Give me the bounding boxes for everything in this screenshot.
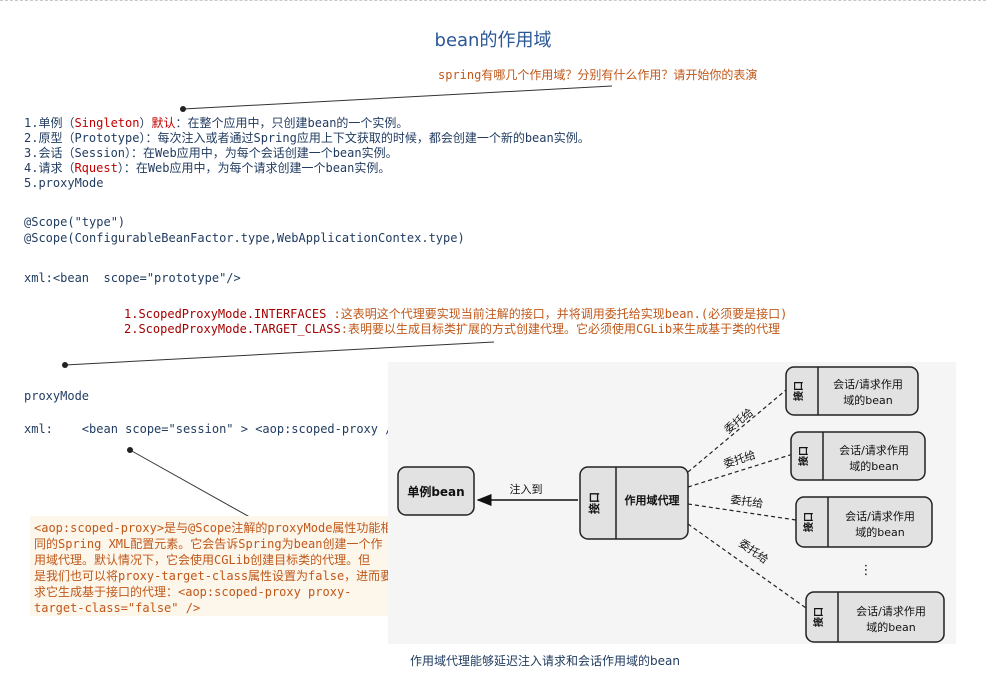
scope-item-prototype: 2.原型（Prototype）：每次注入或者通过Spring应用上下文获取的时候… — [24, 131, 590, 145]
delegate-line-4 — [687, 523, 807, 609]
question-note: spring有哪几个作用域？分别有什么作用？请开始你的表演 — [438, 68, 758, 82]
svg-text:会话/请求作用: 会话/请求作用 — [845, 510, 915, 523]
scoped-proxy-box — [579, 466, 689, 540]
more-beans-ellipsis: ⋮ — [860, 563, 873, 578]
delegate-label-1: 委托给 — [721, 405, 756, 436]
svg-text:域的bean: 域的bean — [843, 393, 892, 407]
page-title: bean的作用域 — [434, 30, 552, 51]
svg-text:会话/请求作用: 会话/请求作用 — [839, 444, 909, 457]
xml-prototype-example: xml:<bean scope="prototype"/> — [24, 271, 241, 285]
callout-pointer-dot — [127, 447, 133, 453]
delegate-label-3: 委托给 — [730, 492, 765, 510]
inject-label: 注入到 — [510, 482, 543, 496]
callout-pointer-line — [129, 449, 256, 521]
scoped-proxy-diagram-svg: 单例bean 注入到 接口 作用域代理 委托给 委托给 委托给 委托给 接口 会… — [397, 366, 945, 643]
singleton-bean-label: 单例bean — [407, 484, 464, 499]
diagram-caption: 作用域代理能够延迟注入请求和会话作用域的bean — [410, 654, 680, 668]
scope-item-request: 4.请求（Rquest）：在Web应用中，为每个请求创建一个bean实例。 — [24, 161, 391, 175]
question-pointer-line — [182, 85, 613, 110]
scope-item-singleton: 1.单例（Singleton）默认：在整个应用中，只创建bean的一个实例。 — [24, 116, 409, 130]
scoped-proxy-callout — [30, 516, 398, 616]
svg-text:域的bean: 域的bean — [866, 620, 915, 634]
svg-text:会话/请求作用: 会话/请求作用 — [833, 378, 903, 391]
annotation-scope-type: @Scope("type") — [24, 215, 126, 229]
proxy-mode-interfaces: 1.ScopedProxyMode.INTERFACES :这表明这个代理要实现… — [124, 307, 788, 321]
scoped-proxy-label: 作用域代理 — [625, 493, 680, 507]
proxymode-heading: proxyMode — [24, 389, 90, 403]
svg-text:接口: 接口 — [812, 607, 825, 627]
delegate-line-2 — [687, 453, 794, 488]
proxymode-pointer-line — [64, 341, 495, 366]
scoped-bean-box-1: 接口 会话/请求作用 域的bean — [785, 366, 919, 416]
scope-item-proxymode: 5.proxyMode — [24, 176, 104, 190]
svg-text:接口: 接口 — [802, 512, 815, 532]
annotation-scope-full: @Scope(ConfigurableBeanFactor.type,WebAp… — [24, 231, 465, 245]
scoped-proxy-callout-text: <aop:scoped-proxy>是与@Scope注解的proxyMode属性… — [34, 521, 393, 615]
scoped-bean-box-2: 接口 会话/请求作用 域的bean — [790, 431, 926, 481]
scoped-bean-box-4: 接口 会话/请求作用 域的bean — [805, 591, 945, 643]
proxymode-pointer-dot — [62, 362, 68, 368]
proxy-interface-label: 接口 — [587, 492, 601, 514]
svg-text:域的bean: 域的bean — [855, 525, 904, 539]
scoped-bean-box-3: 接口 会话/请求作用 域的bean — [795, 496, 933, 548]
scope-item-session: 3.会话（Session）：在Web应用中，为每个会话创建一个bean实例。 — [24, 146, 398, 160]
svg-text:接口: 接口 — [792, 381, 805, 401]
top-divider — [0, 0, 986, 7]
svg-text:接口: 接口 — [797, 446, 810, 466]
proxy-mode-target-class: 2.ScopedProxyMode.TARGET_CLASS:表明要以生成目标类… — [124, 322, 781, 336]
svg-text:会话/请求作用: 会话/请求作用 — [856, 605, 926, 618]
singleton-bean-box — [397, 466, 475, 516]
question-pointer-dot — [180, 106, 186, 112]
svg-text:域的bean: 域的bean — [849, 459, 898, 473]
delegate-line-1 — [687, 389, 787, 473]
